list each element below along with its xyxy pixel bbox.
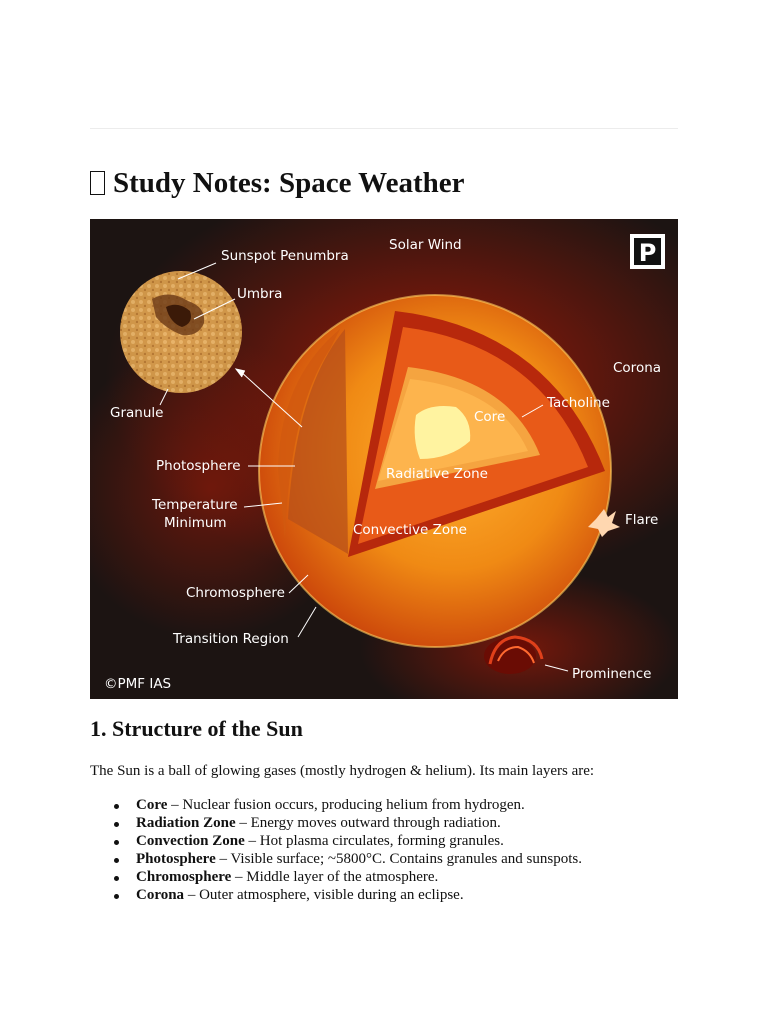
flare-mark [588, 509, 620, 537]
list-item-desc: – Outer atmosphere, visible during an ec… [184, 887, 464, 903]
label-minimum: Minimum [164, 515, 227, 531]
logo-letter: P [639, 239, 657, 267]
sunspot-inset [120, 271, 242, 393]
label-tachocline: Tacholine [546, 395, 610, 411]
list-item: Chromosphere – Middle layer of the atmos… [114, 868, 582, 886]
list-item-desc: – Hot plasma circulates, forming granule… [244, 833, 504, 849]
list-item: Convection Zone – Hot plasma circulates,… [114, 832, 582, 850]
label-sunspot-penumbra: Sunspot Penumbra [221, 248, 349, 264]
label-radiative-zone: Radiative Zone [386, 466, 488, 482]
page-title: Study Notes: Space Weather [90, 164, 464, 202]
leader-lines [159, 262, 569, 672]
list-item: Corona – Outer atmosphere, visible durin… [114, 886, 582, 904]
list-item-desc: – Visible surface; ~5800°C. Contains gra… [215, 851, 582, 867]
label-prominence: Prominence [572, 666, 651, 682]
prominence-mark [484, 635, 544, 674]
list-item-desc: – Nuclear fusion occurs, producing heliu… [167, 797, 525, 813]
list-item-term: Photosphere [136, 851, 216, 867]
list-item-term: Convection Zone [136, 833, 245, 849]
section-intro: The Sun is a ball of glowing gases (most… [90, 763, 595, 779]
layers-list: Core – Nuclear fusion occurs, producing … [90, 796, 582, 904]
list-item: Radiation Zone – Energy moves outward th… [114, 814, 582, 832]
label-chromosphere: Chromosphere [186, 585, 285, 601]
notebook-icon [90, 171, 105, 195]
label-corona: Corona [613, 360, 661, 376]
label-flare: Flare [625, 512, 658, 528]
list-item-term: Corona [136, 887, 185, 903]
list-item-term: Core [136, 797, 168, 813]
list-item-desc: – Middle layer of the atmosphere. [231, 869, 439, 885]
label-transition-region: Transition Region [172, 631, 289, 647]
sun-structure-figure: P Sunspot Penumbra Solar Wind Umbra Coro… [90, 219, 678, 699]
label-umbra: Umbra [237, 286, 282, 302]
label-solar-wind: Solar Wind [389, 237, 462, 253]
pmf-logo: P [630, 234, 665, 269]
label-photosphere: Photosphere [156, 458, 241, 474]
label-core: Core [474, 409, 505, 425]
list-item: Core – Nuclear fusion occurs, producing … [114, 796, 582, 814]
label-convective-zone: Convective Zone [353, 522, 467, 538]
page-title-text: Study Notes: Space Weather [113, 167, 465, 199]
list-item: Photosphere – Visible surface; ~5800°C. … [114, 850, 582, 868]
list-item-term: Chromosphere [136, 869, 232, 885]
list-item-term: Radiation Zone [136, 815, 236, 831]
list-item-desc: – Energy moves outward through radiation… [235, 815, 501, 831]
label-temperature: Temperature [151, 497, 238, 513]
figure-credit: ©PMF IAS [104, 676, 171, 692]
section-heading: 1. Structure of the Sun [90, 716, 303, 741]
label-granule: Granule [110, 405, 163, 421]
sun-cutaway [348, 311, 605, 557]
top-divider [90, 128, 678, 129]
